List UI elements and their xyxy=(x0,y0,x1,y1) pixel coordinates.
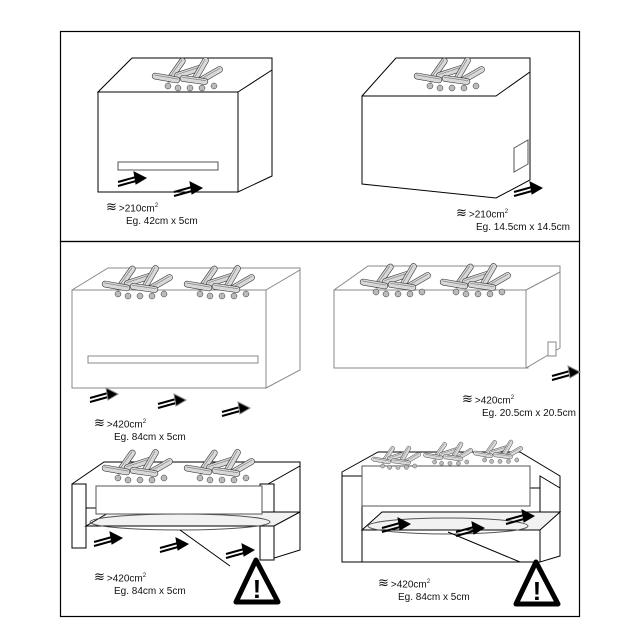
caption-fig2: ≋>210cm2 Eg. 14.5cm x 14.5cm xyxy=(456,205,570,234)
caption-fig3: ≋>420cm2 Eg. 84cm x 5cm xyxy=(94,415,186,444)
figure-front-slot-vent xyxy=(96,56,273,197)
figure-side-square-vent xyxy=(361,56,543,199)
warning-mark: ! xyxy=(533,576,542,606)
caption-fig6: ≋>420cm2 Eg. 84cm x 5cm xyxy=(378,575,470,604)
warning-icon: ! xyxy=(233,557,281,605)
bottom-panel xyxy=(59,240,581,618)
figure-open-frame-shelf xyxy=(71,448,301,567)
figure-double-front-slot xyxy=(71,264,301,417)
warning-icon: ! xyxy=(513,559,561,607)
caption-fig4: ≋>420cm2 Eg. 20.5cm x 20.5cm xyxy=(462,391,576,420)
caption-fig5: ≋>420cm2 Eg. 84cm x 5cm xyxy=(94,569,186,598)
vent-icon: ≋ xyxy=(94,569,105,585)
vent-icon: ≋ xyxy=(106,199,117,215)
vent-icon: ≋ xyxy=(94,415,105,431)
vent-icon: ≋ xyxy=(462,391,473,407)
caption-fig1: ≋>210cm2 Eg. 42cm x 5cm xyxy=(106,199,198,228)
vent-icon: ≋ xyxy=(456,205,467,221)
figure-double-side-vent xyxy=(333,262,581,381)
warning-mark: ! xyxy=(253,574,262,604)
figure-open-frame-corner xyxy=(341,439,562,563)
vent-icon: ≋ xyxy=(378,575,389,591)
